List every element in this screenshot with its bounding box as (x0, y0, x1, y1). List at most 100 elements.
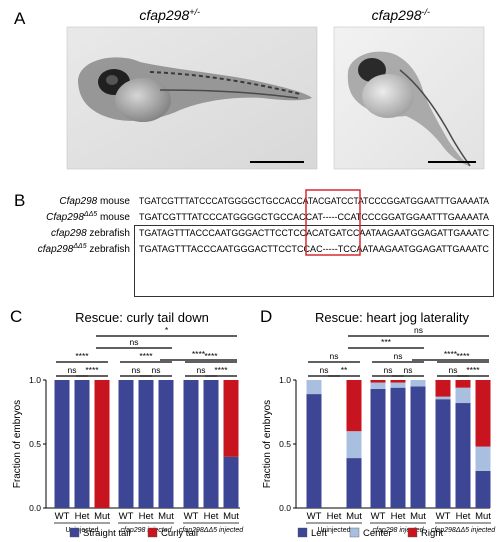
right-genotype-label: cfap298-/- (372, 7, 430, 23)
group-label: cfap298 injected (373, 527, 425, 534)
y-tick-label: 0.5 (279, 439, 291, 449)
bar-segment-center (346, 431, 362, 459)
chart-title: Rescue: heart jog laterality (315, 310, 469, 325)
species-name: mouse (97, 212, 130, 223)
bar-segment-center (370, 382, 386, 389)
bar-category-label: Mut (158, 511, 174, 522)
legend-swatch-center (349, 527, 360, 538)
panel-b-letter: B (14, 191, 25, 210)
gene-name: Cfap298 (46, 212, 84, 223)
significance-label: ns (384, 365, 393, 375)
legend-swatch-straight-tail (69, 527, 80, 538)
bar-segment-center (455, 387, 471, 404)
y-tick-label: 1.0 (29, 375, 41, 385)
significance-label: ** (341, 365, 348, 375)
bar-segment-right (390, 380, 406, 383)
legend-label: Straight tail (83, 528, 131, 539)
bar-segment-straight-tail (54, 380, 70, 508)
allele-superscript: ΔΔ5 (83, 211, 97, 218)
bar-segment-left (455, 403, 471, 508)
mutant-larva-image (333, 26, 485, 170)
bar-segment-straight-tail (183, 380, 199, 508)
significance-label: **** (444, 349, 458, 359)
target-site-highlight (305, 189, 361, 256)
bar-category-label: WT (307, 511, 322, 522)
gene-name: Cfap298 (59, 196, 97, 207)
significance-label: ns (152, 365, 161, 375)
bar-category-label: WT (55, 511, 70, 522)
sequence-target-site: T-----C (318, 212, 345, 222)
sequence-before-site: TGATCGTTTATCCCATGGGGCTGCCACCA (139, 196, 309, 206)
bar-segment-center (435, 396, 451, 400)
significance-label: * (165, 325, 169, 335)
significance-label: **** (139, 351, 153, 361)
bar-segment-right (455, 380, 471, 388)
bar-category-label: Het (75, 511, 90, 522)
bar-segment-left (306, 394, 322, 508)
sequence-before-site: TGATAGTTTACCCAATGGGACTTCCTCCA (139, 244, 317, 254)
bar-category-label: WT (436, 511, 451, 522)
bar-segment-right (346, 380, 362, 432)
significance-label: ns (449, 365, 458, 375)
bar-segment-curly-tail (94, 380, 110, 508)
group-label: Uninjected (317, 527, 350, 534)
sequence-after-site: ATCCCGGATGGAATTTGAAAATA (358, 196, 490, 206)
legend-swatch-left (297, 527, 308, 538)
y-axis-label: Fraction of embryos (262, 400, 273, 488)
bar-segment-right (370, 380, 386, 383)
chart-title: Rescue: curly tail down (75, 310, 209, 325)
bar-segment-straight-tail (203, 380, 219, 508)
sequence-after-site: ATAAGAATGGAGATTGAAATC (365, 228, 489, 238)
significance-label: **** (204, 351, 218, 361)
significance-label: **** (85, 365, 99, 375)
significance-label: **** (214, 365, 228, 375)
bar-category-label: Mut (346, 511, 362, 522)
significance-label: ns (197, 365, 206, 375)
legend-label: Curly tail (161, 528, 198, 539)
legend-label: Left (311, 528, 327, 539)
gene-name: cfap298 (38, 244, 74, 255)
bar-segment-left (390, 387, 406, 508)
bar-segment-center (475, 446, 491, 471)
bar-segment-straight-tail (74, 380, 90, 508)
significance-label: ns (394, 351, 403, 361)
wild-type-larva-image (66, 26, 318, 170)
bar-segment-straight-tail (118, 380, 134, 508)
bar-category-label: Mut (94, 511, 110, 522)
sequence-row-label: cfap298ΔΔ5 zebrafish (38, 243, 130, 255)
bar-category-label: Het (456, 511, 471, 522)
group-label: cfap298 injected (121, 527, 173, 534)
bar-segment-right (435, 380, 451, 397)
sequence-before-site: TGATAGTTTACCCAATGGGACTTCCTCCA (139, 228, 313, 238)
sequence-after-site: ATAAGAATGGAGATTGAAATC (362, 244, 489, 254)
species-name: zebrafish (87, 244, 130, 255)
sequence-before-site: TGATCGTTTATCCCATGGGGCTGCCACCA (139, 212, 319, 222)
significance-label: ns (130, 337, 139, 347)
bar-category-label: WT (119, 511, 134, 522)
panel-letter: D (260, 307, 272, 326)
bar-category-label: WT (184, 511, 199, 522)
legend-label: Right (421, 528, 444, 539)
bar-category-label: Het (139, 511, 154, 522)
bar-category-label: WT (371, 511, 386, 522)
bar-segment-left (435, 399, 451, 508)
bar-category-label: Mut (223, 511, 239, 522)
significance-label: **** (192, 349, 206, 359)
bar-segment-center (390, 382, 406, 388)
bar-segment-straight-tail (223, 456, 239, 508)
sequence-row-label: Cfap298 mouse (59, 196, 130, 207)
dna-sequence: TGATCGTTTATCCCATGGGGCTGCCACCAT-----CCATC… (139, 212, 490, 222)
sequence-target-site: TACGATCCT (308, 196, 359, 206)
legend-label: Center (363, 528, 392, 539)
bar-category-label: Het (327, 511, 342, 522)
group-label: cfap298ΔΔ5 injected (179, 527, 244, 534)
legend-swatch-curly-tail (147, 527, 158, 538)
dna-sequence: TGATCGTTTATCCCATGGGGCTGCCACCATACGATCCTAT… (139, 196, 490, 206)
panel-a-letter: A (14, 9, 26, 28)
y-tick-label: 1.0 (279, 375, 291, 385)
bar-segment-center (306, 380, 322, 395)
